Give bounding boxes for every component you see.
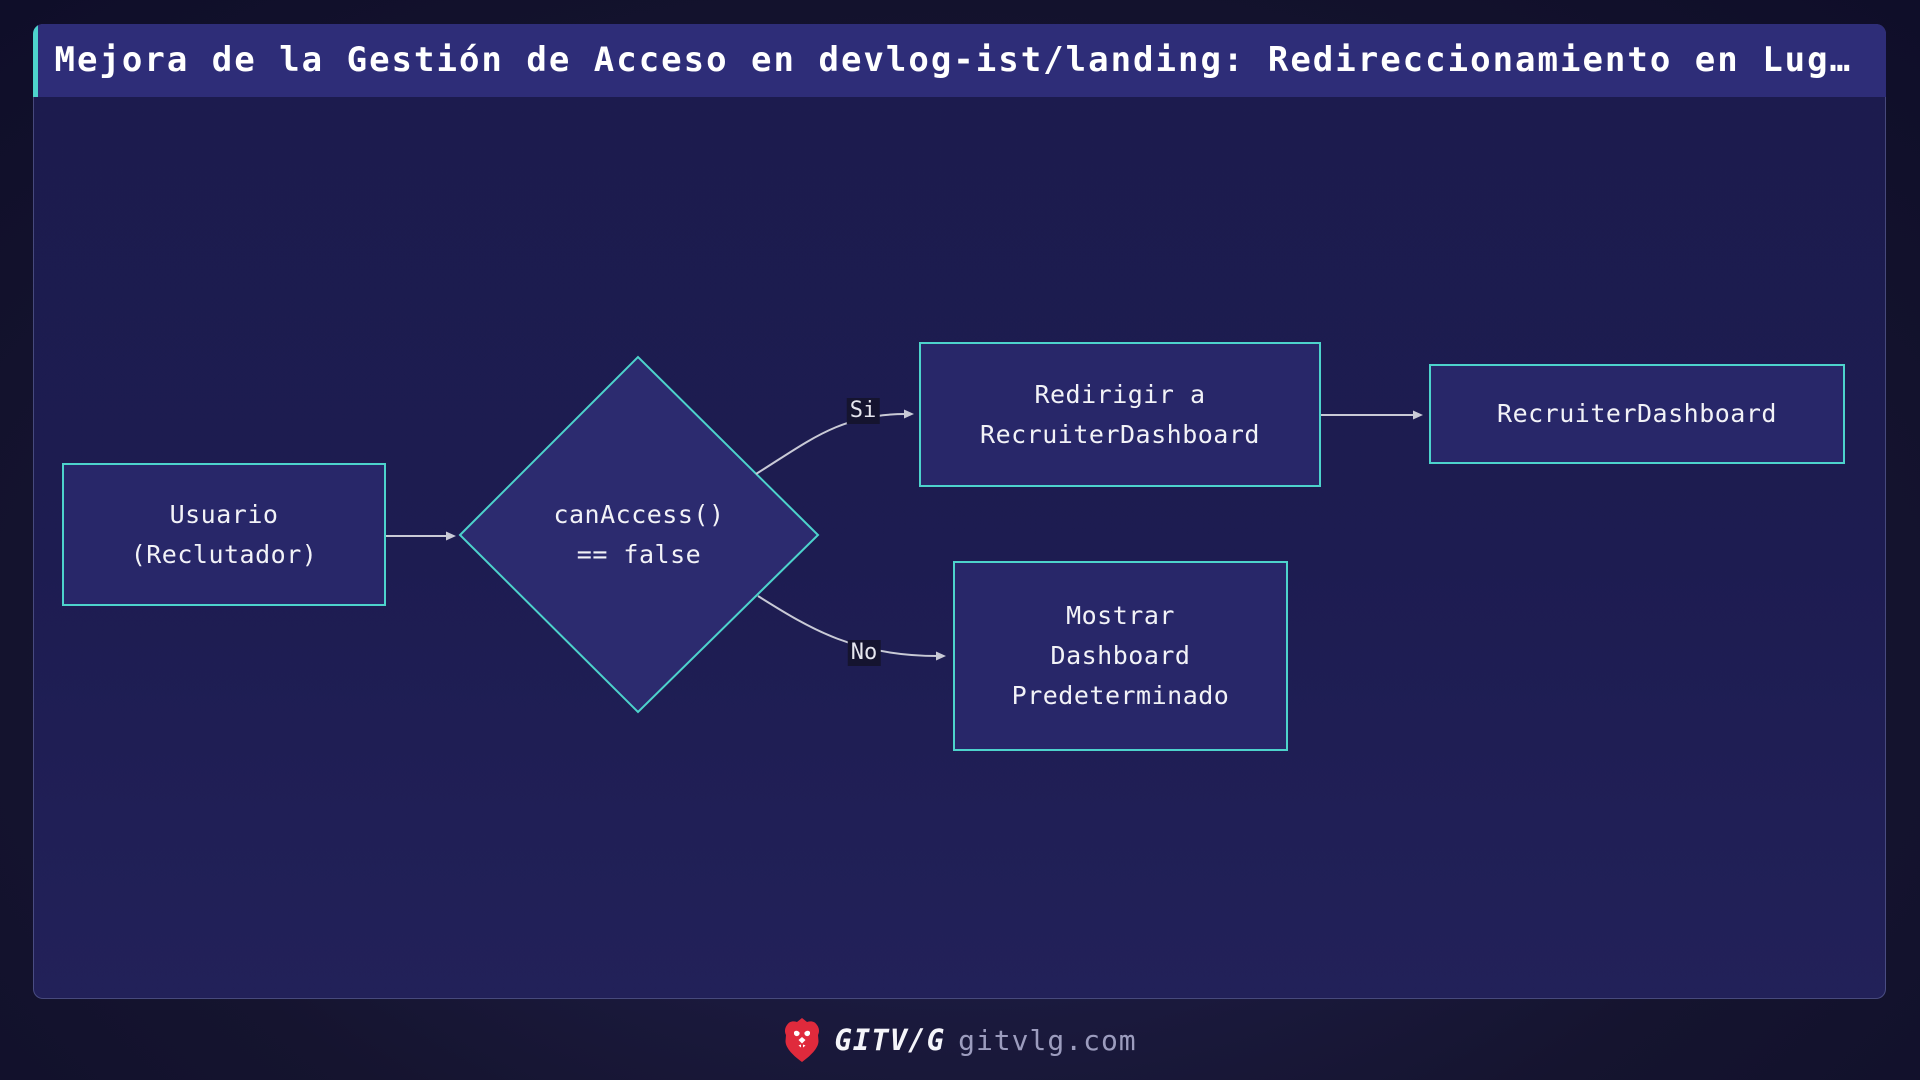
- edge-label-no: No: [847, 640, 881, 666]
- node-decision: canAccess() == false: [460, 357, 818, 712]
- node-usuario: Usuario (Reclutador): [62, 463, 386, 606]
- diagram-card: Mejora de la Gestión de Acceso en devlog…: [32, 23, 1887, 1000]
- title-bar: Mejora de la Gestión de Acceso en devlog…: [32, 23, 1886, 97]
- edge-decision-mostrar: [757, 595, 946, 661]
- node-redirigir: Redirigir a RecruiterDashboard: [919, 342, 1321, 487]
- decision-diamond-shape: [458, 355, 820, 714]
- node-recruiter-dashboard: RecruiterDashboard: [1429, 364, 1845, 464]
- node-mostrar-dashboard: Mostrar Dashboard Predeterminado: [953, 561, 1288, 751]
- page-title: Mejora de la Gestión de Acceso en devlog…: [54, 40, 1853, 80]
- footer-brand: GITV/G: [834, 1023, 946, 1057]
- edge-label-si: Si: [846, 398, 880, 424]
- node-redirigir-label: Redirigir a RecruiterDashboard: [980, 379, 1260, 449]
- footer-site-url: gitvlg.com: [958, 1023, 1137, 1057]
- node-decision-label: canAccess() == false: [553, 499, 725, 569]
- node-recruiter-dashboard-label: RecruiterDashboard: [1497, 399, 1777, 428]
- edge-decision-redirigir: [755, 409, 914, 475]
- flowchart-edges-layer: [386, 355, 1423, 714]
- lion-icon: [785, 1018, 820, 1062]
- node-usuario-label: Usuario (Reclutador): [130, 499, 318, 569]
- node-mostrar-dashboard-label: Mostrar Dashboard Predeterminado: [1011, 601, 1230, 710]
- footer: GITV/G gitvlg.com: [0, 1004, 1920, 1076]
- flowchart-canvas: Usuario (Reclutador) canAccess() == fals…: [34, 98, 1887, 1000]
- title-accent-bar: [32, 23, 38, 97]
